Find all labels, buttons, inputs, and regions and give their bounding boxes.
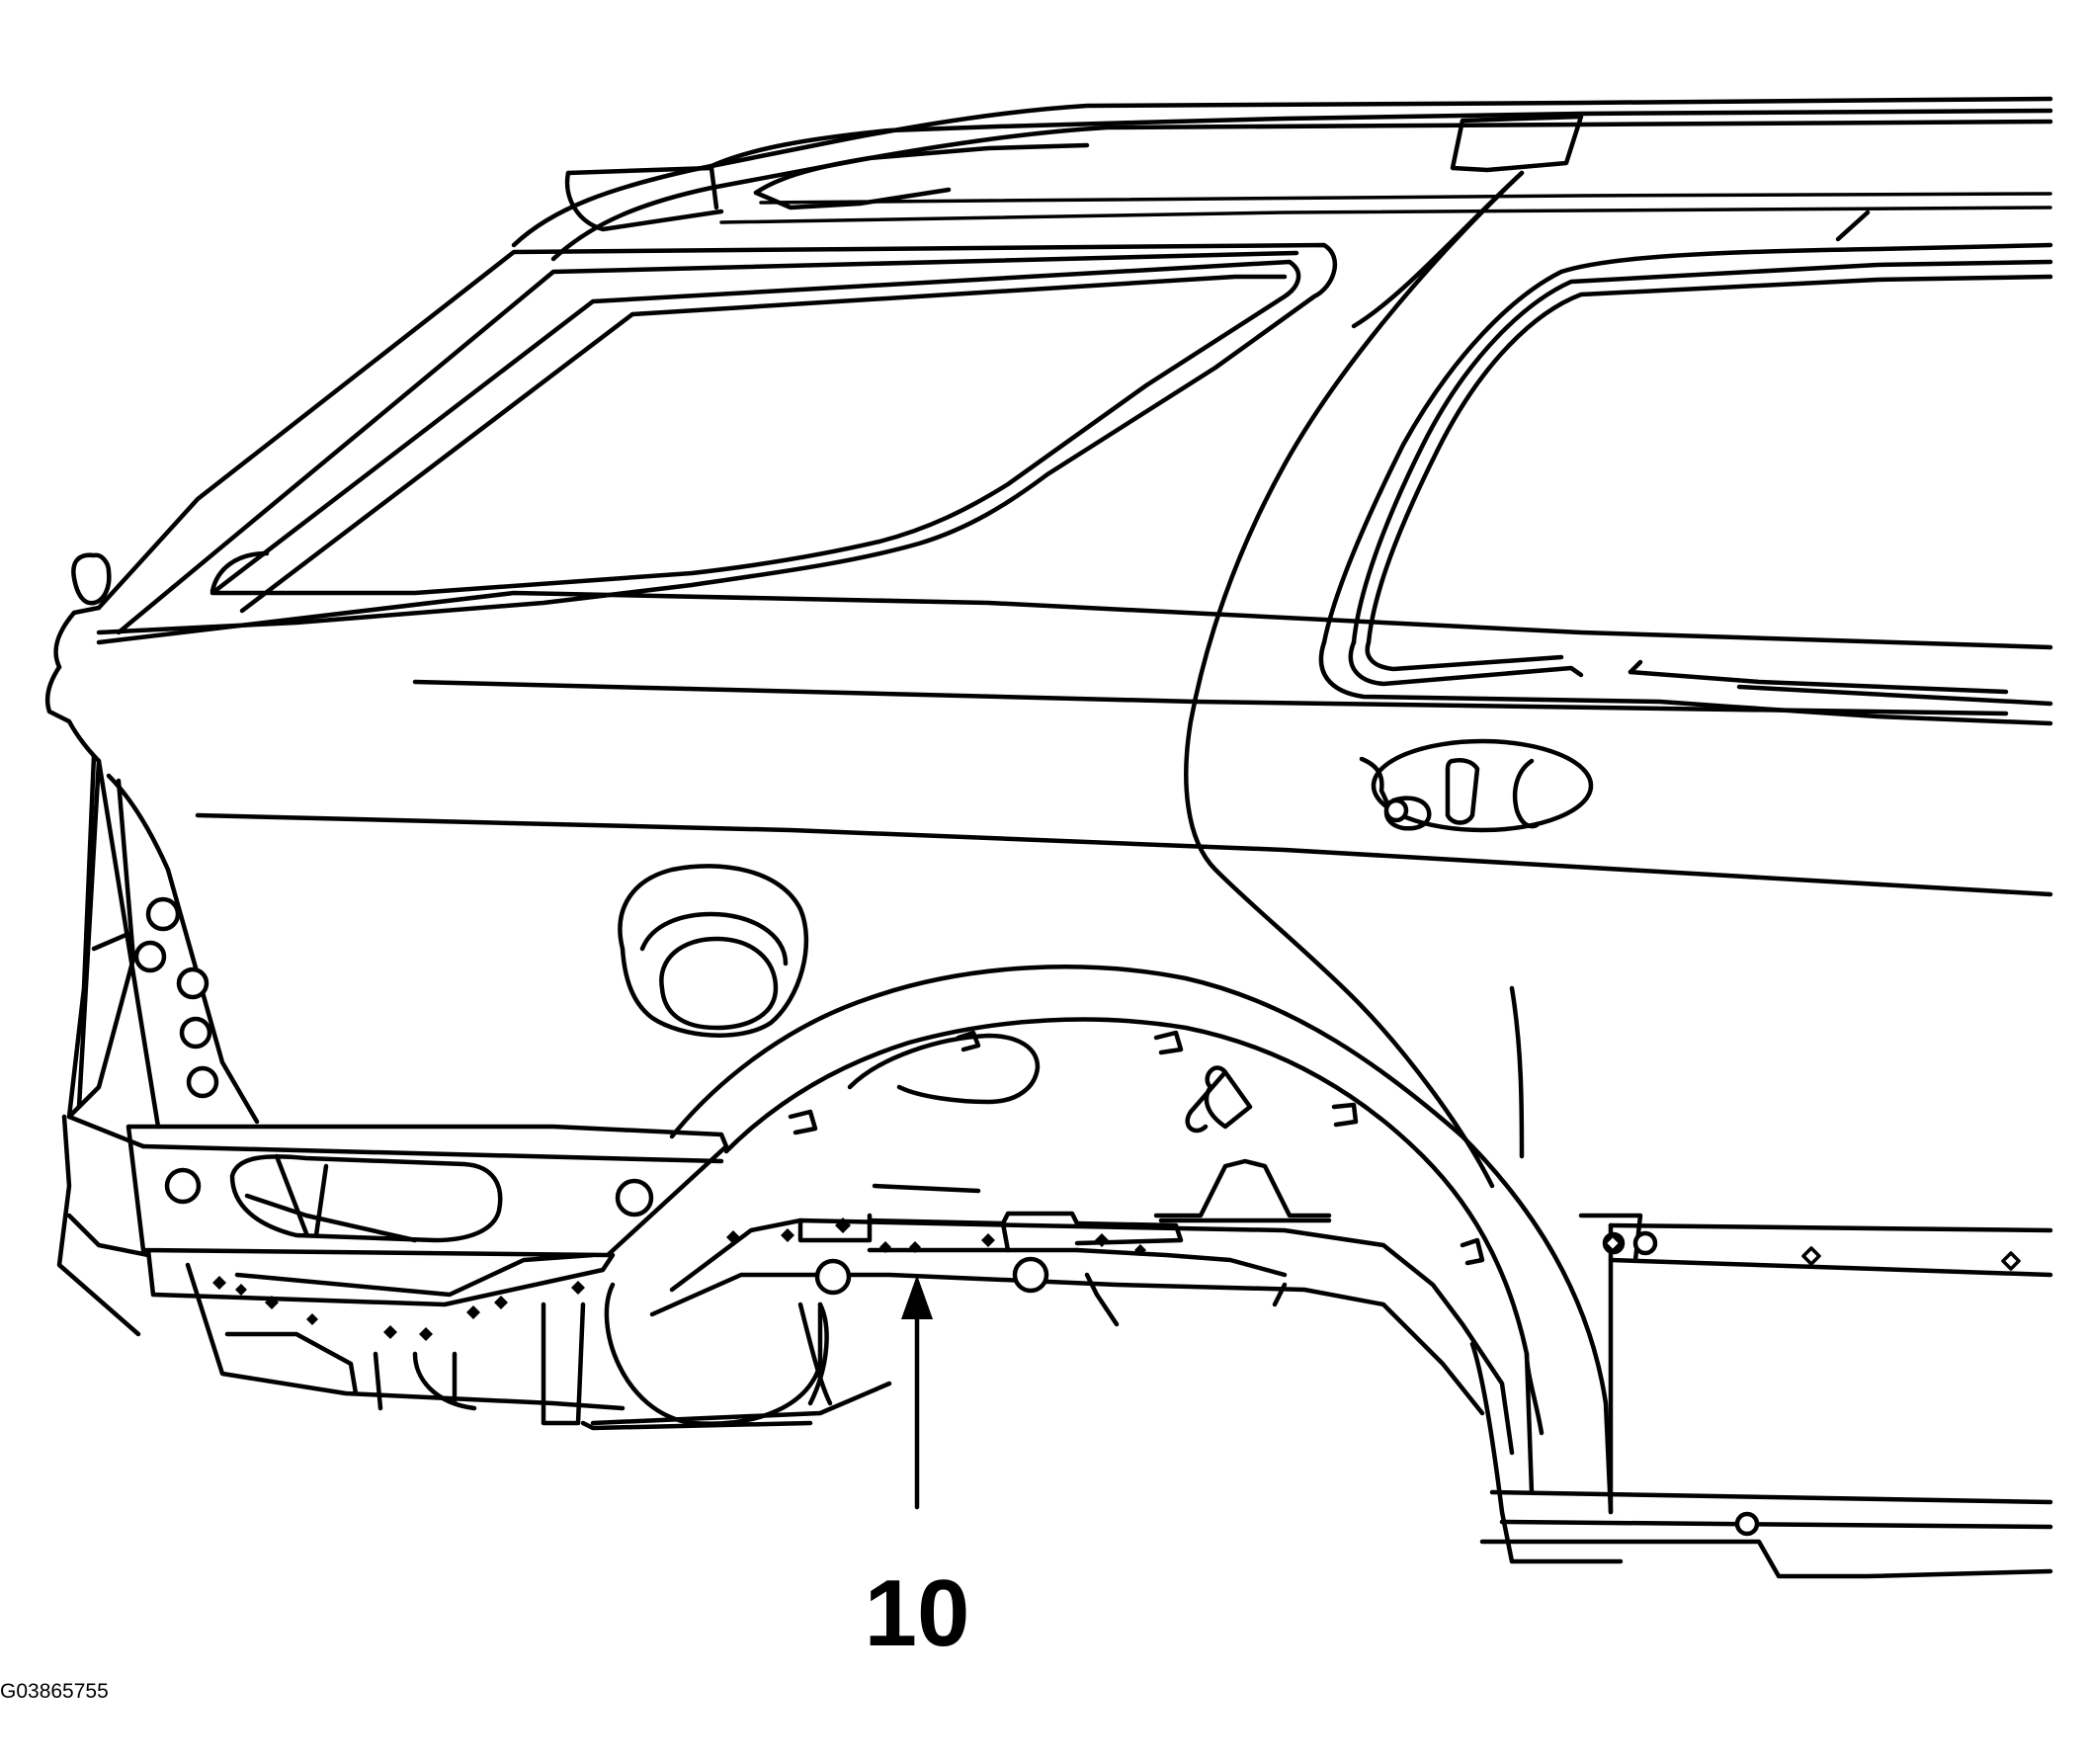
- rear-quarter-window: [96, 242, 1337, 635]
- spot-weld-markers: [212, 1218, 1146, 1341]
- rear-floor-side-member-weld-flange: [649, 1211, 1515, 1456]
- weld-hole-markers: [133, 798, 1760, 1537]
- callout-10: 10: [865, 1275, 970, 1666]
- body-side-character-lines: [96, 590, 2053, 897]
- rear-wheel-arch: [669, 965, 2053, 1579]
- fuel-filler-door: [618, 864, 809, 1038]
- roof-rail: [511, 96, 2053, 329]
- callout-label: 10: [865, 1560, 970, 1666]
- rear-floor-panel: [125, 1124, 892, 1431]
- rear-door-opening: [1184, 170, 2053, 1189]
- arrow-up-icon: [901, 1275, 933, 1319]
- spot-weld-outline-markers: [1603, 1233, 2021, 1271]
- inner-wheelhouse: [788, 1030, 1485, 1266]
- figure-id: G03865755: [0, 1680, 109, 1703]
- rear-pillar: [44, 552, 260, 1337]
